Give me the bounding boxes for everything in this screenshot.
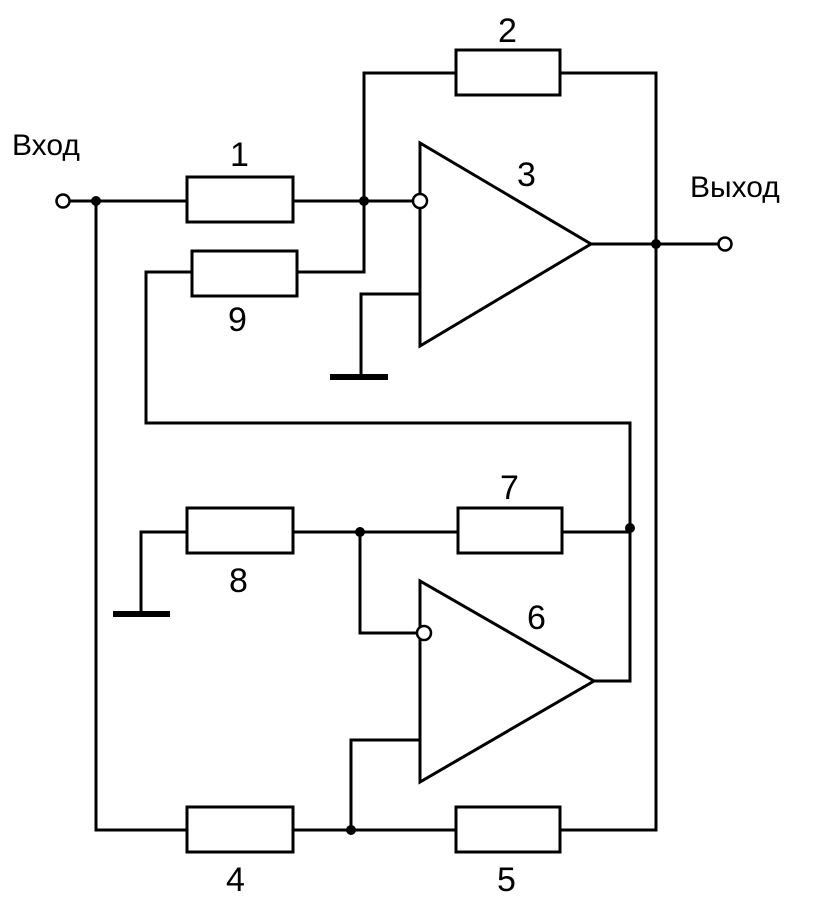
label-resistor-7: 7 [500, 469, 519, 507]
junction-node-c [346, 825, 356, 835]
junction-input [91, 196, 101, 206]
label-resistor-2: 2 [498, 12, 517, 50]
opamp-6 [418, 578, 597, 785]
resistor-4 [185, 805, 295, 854]
wire-junction-to-opamp6-out [592, 526, 632, 683]
wire-feedback-right [558, 71, 658, 832]
wire-r9-loop [144, 270, 632, 530]
junction-node-a [359, 196, 369, 206]
label-resistor-4: 4 [226, 861, 245, 899]
junction-r7-feedback [625, 523, 635, 533]
resistor-9 [190, 249, 299, 298]
junction-output [651, 239, 661, 249]
opamp-6-inverting-input [415, 624, 433, 642]
input-terminal [55, 193, 71, 209]
resistor-8 [185, 506, 295, 555]
resistor-5 [454, 805, 562, 854]
label-resistor-1: 1 [230, 136, 249, 174]
wire-left-bus [94, 199, 189, 832]
wire-r8-ground [139, 530, 189, 616]
label-resistor-9: 9 [228, 301, 247, 339]
resistor-2 [454, 48, 562, 97]
wire-opamp6-noninv [349, 738, 422, 832]
output-label: Выход [690, 171, 780, 204]
label-opamp-3: 3 [517, 156, 536, 194]
wire-opamp3-ground [359, 292, 422, 379]
junction-node-b [355, 527, 365, 537]
opamp-3-inverting-input [411, 192, 429, 210]
input-label: Вход [12, 129, 80, 162]
label-opamp-6: 6 [527, 599, 546, 637]
wire-r9-to-node-a [295, 199, 366, 274]
resistor-1 [185, 175, 295, 224]
opamp-3 [418, 140, 594, 349]
resistor-7 [456, 506, 564, 555]
label-resistor-5: 5 [497, 861, 516, 899]
label-resistor-8: 8 [229, 562, 248, 600]
wires [68, 71, 720, 832]
wire-feedback-left [362, 71, 458, 203]
output-terminal [717, 236, 733, 252]
wire-node-b-to-opamp6-inv [358, 530, 418, 635]
